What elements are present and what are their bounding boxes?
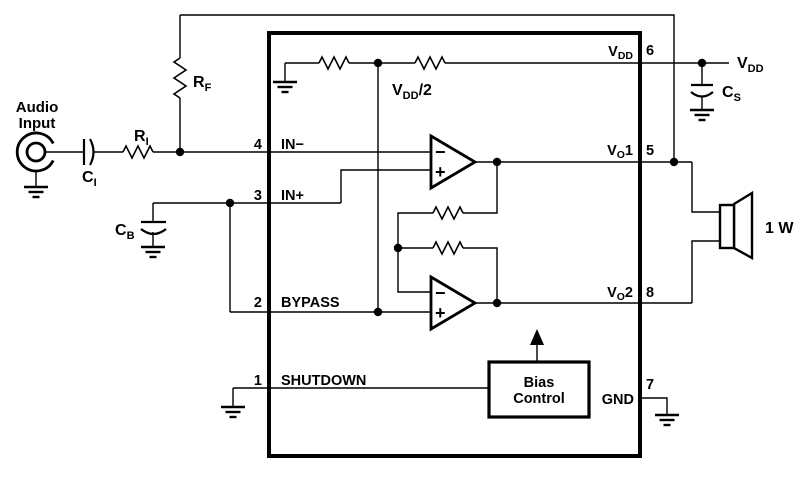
junction-dot	[175, 147, 185, 157]
gain-resistor-network	[397, 162, 498, 303]
opamp-1-plus-sign: +	[435, 162, 446, 182]
pin-3-number: 3	[254, 188, 262, 204]
ic-outline	[267, 31, 642, 458]
speaker: 1 W	[691, 162, 794, 303]
pin-4-name: IN−	[281, 137, 304, 153]
opamp-2-minus-sign: −	[435, 283, 446, 303]
jack-inner-ring	[25, 141, 47, 163]
pin-6-name: VDD	[608, 44, 633, 62]
junction-dot	[492, 157, 502, 167]
label-ci: CI	[82, 169, 97, 189]
ri-resistor-body	[122, 144, 154, 160]
ground-symbol	[219, 405, 247, 419]
supply-capacitor-cs: VDD CS	[688, 55, 764, 122]
junction-dot	[225, 198, 235, 208]
bypass-capacitor-cb: CB	[115, 169, 431, 313]
gnd-wire	[640, 397, 668, 415]
label-vdd-rail: VDD	[737, 55, 764, 75]
pin-7-number: 7	[646, 377, 654, 393]
pin-8-number: 8	[646, 285, 654, 301]
ground-symbol	[271, 80, 299, 94]
in-plus-wire	[153, 169, 431, 204]
pin-5-number: 5	[646, 143, 654, 159]
label-vdd-half: VDD/2	[392, 82, 432, 102]
label-cb: CB	[115, 222, 135, 242]
audio-input-label-line2: Input	[19, 115, 56, 132]
junction-dot	[492, 298, 502, 308]
pin-1-number: 1	[254, 373, 262, 389]
pin-3-name: IN+	[281, 188, 304, 204]
ground-symbol	[22, 185, 50, 199]
cb-plate-curved	[140, 228, 167, 236]
feedback-top-wire	[180, 14, 675, 162]
bias-arrow-head	[530, 329, 544, 345]
gain-resistor-2	[432, 240, 464, 256]
pin-4-number: 4	[254, 137, 262, 153]
speaker-driver	[718, 203, 736, 250]
speaker-horn	[732, 190, 754, 261]
gain-r2-wires	[398, 247, 498, 303]
ic-pin-labels: 1 SHUTDOWN 2 BYPASS 3 IN+ 4 IN− VO1 5 VD…	[254, 43, 654, 408]
input-resistor-ri: RI	[122, 128, 431, 160]
opamp-2-inverting-wire	[397, 248, 431, 293]
pin-5-name: VO1	[607, 143, 633, 161]
divider-resistor-1	[318, 55, 350, 71]
bias-control: Bias Control	[487, 329, 591, 419]
speaker-power-label: 1 W	[765, 220, 794, 237]
opamp-2: − +	[429, 274, 692, 332]
audio-input-source: Audio Input	[15, 99, 59, 199]
label-ri: RI	[134, 128, 149, 148]
pin-8-name: VO2	[607, 285, 633, 303]
cs-plate-curved	[690, 91, 714, 98]
divider-resistor-2	[414, 55, 446, 71]
junction-dot	[697, 58, 707, 68]
junction-dot	[373, 307, 383, 317]
ci-plate-curved	[89, 138, 95, 166]
junction-dot	[393, 243, 403, 253]
pin-1-name: SHUTDOWN	[281, 373, 366, 389]
gain-resistor-1	[432, 205, 464, 221]
pin-6-number: 6	[646, 43, 654, 59]
junction-dot	[373, 58, 383, 68]
feedback-resistor-rf: RF	[172, 14, 675, 162]
bypass-wire	[229, 203, 431, 313]
jack-outer-ring	[15, 131, 55, 173]
input-capacitor-ci: CI	[45, 138, 123, 189]
opamp-1-triangle	[429, 133, 478, 191]
opamp-2-plus-sign: +	[435, 303, 446, 323]
junction-dot	[669, 157, 679, 167]
opamp-1-minus-sign: −	[435, 142, 446, 162]
bias-control-label-line1: Bias	[524, 375, 555, 391]
shutdown-net	[219, 387, 489, 419]
gain-r1-wires	[397, 162, 498, 248]
bias-control-box	[487, 360, 591, 419]
label-rf: RF	[193, 74, 212, 94]
opamp-1: − +	[429, 133, 692, 191]
gnd-net	[640, 397, 681, 427]
ground-symbol	[653, 413, 681, 427]
pin-7-name: GND	[602, 392, 634, 408]
opamp-2-triangle	[429, 274, 478, 332]
ground-symbol	[688, 108, 716, 122]
pin-2-name: BYPASS	[281, 295, 340, 311]
audio-input-label-line1: Audio	[16, 99, 59, 116]
ground-symbol	[139, 245, 167, 259]
bias-control-label-line2: Control	[513, 391, 565, 407]
rf-resistor-body	[172, 57, 188, 99]
pin-2-number: 2	[254, 295, 262, 311]
label-cs: CS	[722, 84, 741, 104]
speaker-bottom-wire	[691, 240, 720, 303]
junction-dots	[175, 58, 707, 317]
speaker-top-wire	[691, 162, 720, 213]
